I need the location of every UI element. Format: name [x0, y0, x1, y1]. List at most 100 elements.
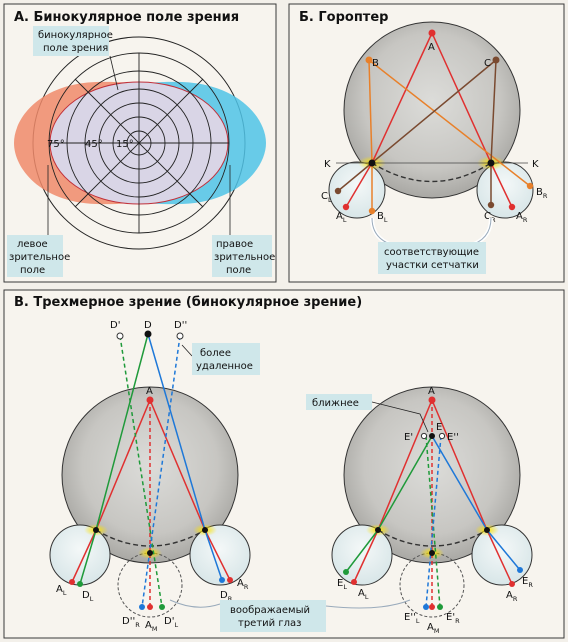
c-label-el: EL: [337, 578, 347, 591]
retina-caption-line2: участки сетчатки: [386, 260, 479, 271]
c-nodal-2b: [484, 527, 490, 533]
third-eye-callout-box: [220, 600, 326, 632]
label-k-right: K: [532, 159, 539, 170]
c-point-a2: [428, 396, 436, 404]
left-field-line2: зрительное: [9, 252, 70, 263]
point-cr: [487, 201, 495, 209]
horopter-arc-2: [377, 529, 488, 547]
panel-c-title: В. Трехмерное зрение (бинокулярное зрени…: [14, 295, 362, 310]
spokes: [49, 53, 229, 233]
point-dl: [77, 581, 83, 587]
far-line2: удаленное: [196, 361, 253, 372]
far-leader: [181, 344, 193, 357]
c-label-e2l: E''L: [404, 612, 420, 625]
point-c: [492, 56, 500, 64]
binocular-label-line1: бинокулярное: [38, 30, 113, 41]
right-points: [343, 396, 523, 610]
left-rays: [71, 333, 231, 608]
point-e2: [438, 432, 446, 440]
point-br: [526, 182, 534, 190]
label-a: A: [428, 42, 435, 53]
right-field-line3: поле: [226, 265, 251, 276]
deg-75-label: 75°: [47, 139, 65, 150]
label-d2: D'': [174, 320, 187, 331]
retina-caption-line1: соответствующие: [384, 247, 479, 258]
c-label-dr: DR: [220, 590, 233, 603]
point-al: [342, 203, 350, 211]
panel-b: Б. Гороптер: [288, 3, 565, 283]
panel-a-title: А. Бинокулярное поле зрения: [14, 10, 239, 25]
left-points: [69, 330, 233, 610]
label-e: E: [436, 422, 442, 433]
near-leader: [371, 401, 429, 433]
point-e1: [420, 432, 428, 440]
c-label-am-2: AM: [427, 622, 439, 635]
c-label-ar: AR: [237, 578, 249, 591]
c-label-a1: A: [146, 386, 153, 397]
binocular-label-line2: поле зрения: [43, 43, 108, 54]
right-eye: [476, 161, 534, 219]
point-ar-2: [509, 581, 515, 587]
near-callout-box: [306, 394, 372, 410]
point-ar: [508, 203, 516, 211]
c-label-am: AM: [145, 620, 157, 633]
point-d2: [176, 332, 184, 340]
left-field-line1: левое: [17, 239, 48, 250]
right-rays: [345, 399, 521, 608]
far-line1: более: [200, 348, 231, 359]
binocular-leader: [109, 55, 119, 91]
point-cl: [334, 187, 342, 195]
label-e2: E'': [447, 432, 459, 443]
c-label-er: ER: [522, 576, 533, 589]
label-cl: CL: [321, 191, 332, 204]
c-label-ar-2: AR: [506, 590, 518, 603]
c-nodal-1c: [147, 550, 153, 556]
c-label-al-2: AL: [358, 588, 369, 601]
point-al-1: [69, 579, 75, 585]
c-label-d1l: D'L: [164, 616, 178, 629]
near-label: ближнее: [312, 398, 359, 409]
label-cr: CR: [484, 211, 496, 224]
label-c: C: [484, 58, 491, 69]
point-e: [429, 433, 435, 439]
point-d2r: [139, 604, 145, 610]
third-eye-line1: воображаемый: [230, 605, 310, 616]
point-d1l: [159, 604, 165, 610]
point-am-2: [429, 604, 435, 610]
right-nodal-point: [487, 159, 495, 167]
label-k-left: K: [324, 159, 331, 170]
point-el: [343, 569, 349, 575]
far-callout-box: [192, 343, 260, 375]
label-bl: BL: [377, 211, 388, 224]
deg-45-label: 45°: [85, 139, 103, 150]
point-d: [144, 330, 152, 338]
c-label-e1r: E'R: [446, 612, 460, 625]
right-field-line2: зрительное: [214, 252, 275, 263]
c-label-a2: A: [428, 386, 435, 397]
binocular-callout-box: [33, 26, 109, 56]
third-eye-leader: [169, 599, 411, 609]
c-right-eye-1: [189, 524, 251, 586]
label-e1: E': [404, 432, 413, 443]
point-al-2: [351, 579, 357, 585]
label-d: D: [144, 320, 152, 331]
point-e1r: [437, 604, 443, 610]
c-label-al: AL: [56, 584, 67, 597]
label-br: BR: [536, 187, 548, 200]
left-field-line3: поле: [20, 265, 45, 276]
point-ar-1: [227, 577, 233, 583]
c-label-d2r: D''R: [122, 616, 140, 629]
right-field-line1: правое: [216, 239, 253, 250]
deg-15-label: 15°: [116, 139, 134, 150]
right-field-callout-box: [212, 235, 272, 277]
point-b: [365, 56, 373, 64]
point-am-1: [147, 604, 153, 610]
panel-c: В. Трехмерное зрение (бинокулярное зрени…: [3, 289, 565, 639]
left-nodal-point: [368, 159, 376, 167]
c-nodal-2a: [375, 527, 381, 533]
point-a: [428, 29, 436, 37]
horopter-rays: [337, 32, 531, 211]
label-ar: AR: [516, 211, 528, 224]
point-dr: [219, 577, 225, 583]
c-point-a1: [146, 396, 154, 404]
